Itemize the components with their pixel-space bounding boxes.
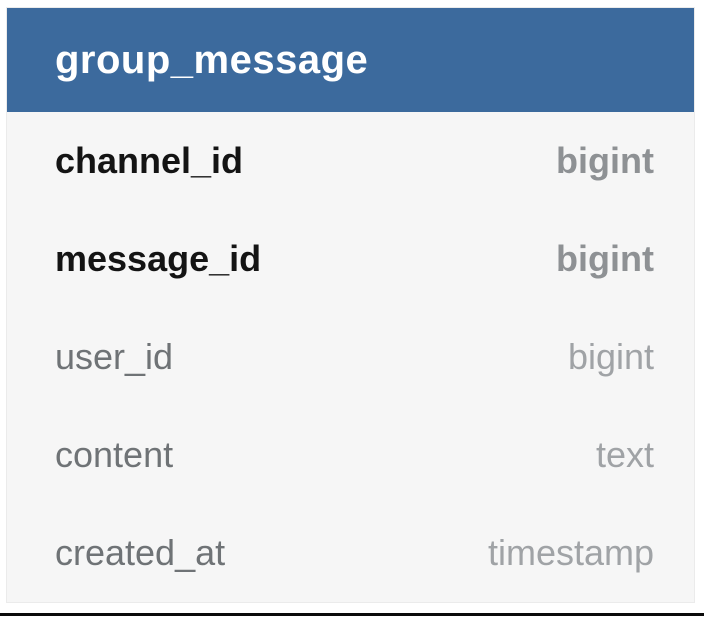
table-title: group_message bbox=[55, 37, 369, 82]
table-row[interactable]: content text bbox=[7, 406, 694, 504]
column-name: created_at bbox=[55, 532, 226, 573]
table-row[interactable]: created_at timestamp bbox=[7, 504, 694, 602]
column-type: bigint bbox=[556, 238, 654, 279]
column-name: user_id bbox=[55, 336, 174, 377]
column-type: bigint bbox=[567, 336, 654, 377]
table-row[interactable]: message_id bigint bbox=[7, 210, 694, 308]
column-name: message_id bbox=[55, 238, 262, 279]
column-name: channel_id bbox=[55, 140, 244, 181]
column-type: text bbox=[595, 434, 654, 475]
table-node-group-message[interactable]: group_message channel_id bigint message_… bbox=[7, 8, 694, 602]
table-row[interactable]: user_id bigint bbox=[7, 308, 694, 406]
column-type: timestamp bbox=[487, 532, 654, 573]
table-row[interactable]: channel_id bigint bbox=[7, 112, 694, 210]
bottom-divider bbox=[0, 613, 704, 616]
table-body: channel_id bigint message_id bigint user… bbox=[7, 112, 694, 602]
table-header[interactable]: group_message bbox=[7, 8, 694, 112]
column-name: content bbox=[55, 434, 174, 475]
column-type: bigint bbox=[556, 140, 654, 181]
